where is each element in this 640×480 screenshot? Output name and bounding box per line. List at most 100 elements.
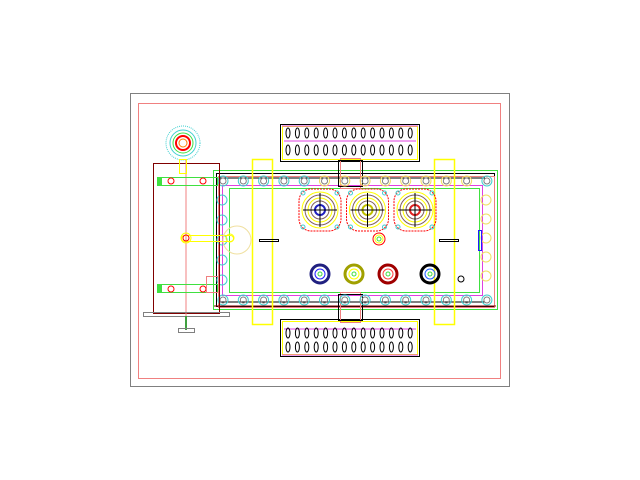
bolt-hole xyxy=(321,177,328,185)
vent-slot xyxy=(351,341,357,353)
bolt-hole xyxy=(442,296,450,304)
vent-slot xyxy=(351,327,357,339)
vent-slot xyxy=(407,127,413,139)
bolt-hole xyxy=(402,296,410,304)
small-gauge xyxy=(309,263,331,285)
center-fitting xyxy=(372,232,386,246)
flange-bolt xyxy=(348,190,353,196)
vent-slot xyxy=(304,327,310,339)
vent-slot xyxy=(370,327,376,339)
gauge-center xyxy=(351,271,357,277)
vent-slot xyxy=(370,144,376,156)
bolt-left xyxy=(216,274,228,286)
bolt-bottom xyxy=(237,294,249,306)
bolt-hole xyxy=(422,296,430,304)
large-gauge-group xyxy=(298,188,437,232)
flange-bolt xyxy=(334,224,340,230)
vent-slot xyxy=(360,144,366,156)
bolt-hole xyxy=(483,177,491,185)
bolt-top xyxy=(319,175,330,187)
vent-slot xyxy=(285,327,291,339)
vent-slot xyxy=(379,127,385,139)
bolt-hole xyxy=(239,177,247,185)
flange-bolt xyxy=(382,190,387,196)
vent-slot xyxy=(313,341,319,353)
large-gauge xyxy=(298,188,342,232)
small-gauge xyxy=(377,263,399,285)
bolt-top xyxy=(278,175,290,187)
bolt-hole xyxy=(260,296,268,304)
large-gauge xyxy=(346,188,389,232)
gauge-ring xyxy=(343,263,365,285)
vent-slot xyxy=(332,144,338,156)
bolt-bottom xyxy=(298,294,310,306)
vent-slot xyxy=(332,127,338,139)
vent-slot xyxy=(351,127,357,139)
bolt-hole xyxy=(239,296,247,304)
center-coupling-top xyxy=(338,158,363,189)
vent-slot xyxy=(407,327,413,339)
vent-slot xyxy=(294,327,300,339)
bolt-right xyxy=(480,194,492,206)
sheet-frame xyxy=(130,93,510,387)
bolt-bottom xyxy=(400,294,412,306)
vent-slot xyxy=(407,341,413,353)
bolt-rows xyxy=(216,175,493,306)
bolt-bottom xyxy=(339,294,351,306)
bolt-hole xyxy=(381,296,389,304)
vent-slot xyxy=(379,144,385,156)
bolt-left xyxy=(216,254,228,266)
side-bracket xyxy=(478,230,482,251)
vent-slot xyxy=(285,341,291,353)
center-coupling-bottom xyxy=(338,292,363,323)
gauge-ring xyxy=(349,191,386,229)
bolt-top xyxy=(237,175,249,187)
vent-slot xyxy=(341,341,347,353)
bolt-top xyxy=(379,175,391,187)
bolt-hole xyxy=(402,177,410,185)
vent-slot xyxy=(341,144,347,156)
bolt-left xyxy=(216,214,228,226)
bolt-top xyxy=(481,175,493,187)
vent-slot xyxy=(398,341,404,353)
gauge-ring xyxy=(419,263,441,285)
vent-slot xyxy=(388,327,394,339)
gauge-flange xyxy=(393,188,437,232)
vent-slot xyxy=(398,327,404,339)
bolt-bottom xyxy=(461,294,473,306)
vent-slot xyxy=(370,127,376,139)
vent-slot xyxy=(323,327,329,339)
bolt-hole xyxy=(361,177,369,185)
bolt-hole xyxy=(280,296,288,304)
vent-slot xyxy=(304,144,310,156)
flange-bolt xyxy=(300,190,306,196)
vent-slot xyxy=(379,327,385,339)
slot-left xyxy=(259,239,279,242)
gauge-flange xyxy=(298,188,342,232)
bolt-top xyxy=(400,175,412,187)
bolt-hole xyxy=(300,296,308,304)
bolt-bottom xyxy=(278,294,290,306)
bolt-bottom xyxy=(481,294,493,306)
gauge-core xyxy=(424,268,436,280)
bolt-hole xyxy=(422,177,430,185)
bolt-right xyxy=(480,251,492,263)
bolt-hole xyxy=(442,177,450,185)
vent-slot xyxy=(323,144,329,156)
vent-slot xyxy=(323,341,329,353)
bolt-top xyxy=(258,175,270,187)
gauge-ring xyxy=(377,263,399,285)
bolt-hole xyxy=(381,177,389,185)
vent-slot xyxy=(360,127,366,139)
gauge-ring xyxy=(301,191,339,229)
vent-slot xyxy=(360,327,366,339)
vent-slot xyxy=(323,127,329,139)
vent-slot xyxy=(332,341,338,353)
vent-slot xyxy=(388,341,394,353)
vent-slot xyxy=(285,144,291,156)
bolt-hole xyxy=(260,177,268,185)
bolt-hole xyxy=(463,296,471,304)
flange-bolt xyxy=(395,190,401,196)
vent-slot xyxy=(313,144,319,156)
bolt-hole xyxy=(219,177,227,185)
